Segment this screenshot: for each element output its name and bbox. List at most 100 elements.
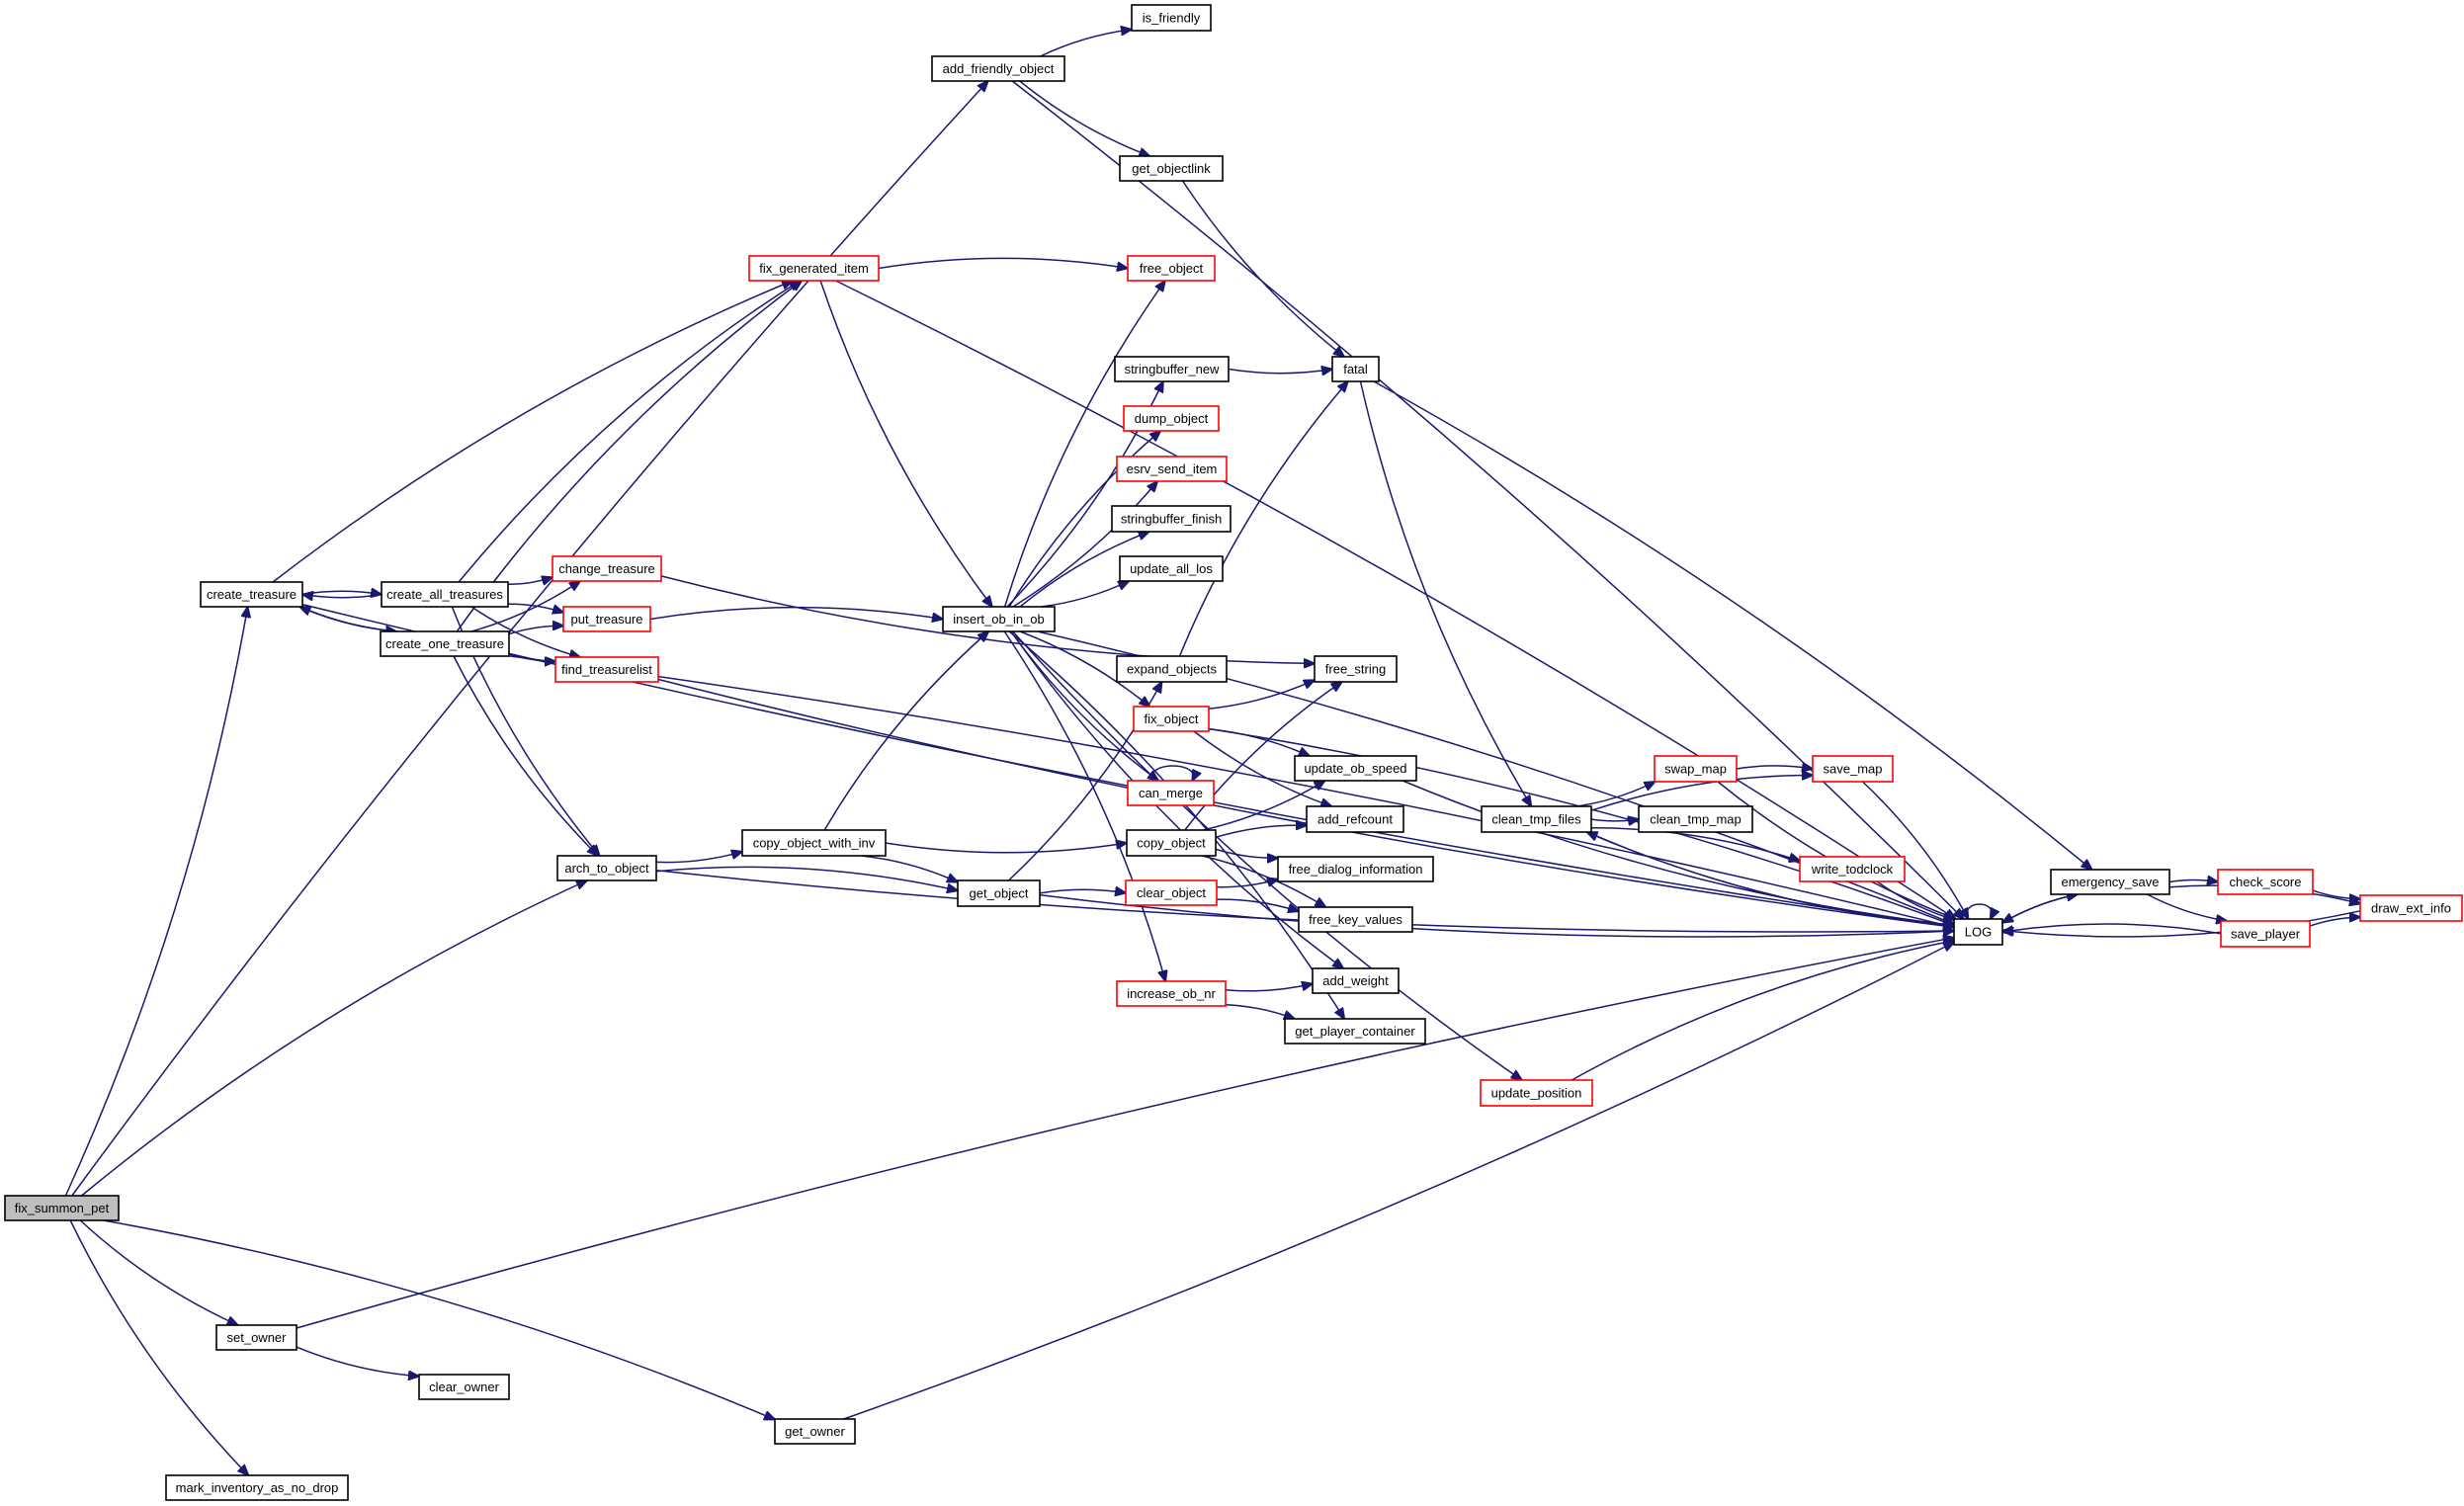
node-is_friendly[interactable]: is_friendly <box>1131 4 1212 32</box>
node-clean_tmp_files[interactable]: clean_tmp_files <box>1481 805 1592 833</box>
node-box[interactable] <box>1314 655 1398 683</box>
node-mark_inventory_as_no_drop[interactable]: mark_inventory_as_no_drop <box>165 1474 349 1501</box>
node-find_treasurelist[interactable]: find_treasurelist <box>554 656 659 683</box>
node-box[interactable] <box>381 581 509 608</box>
node-insert_ob_in_ob[interactable]: insert_ob_in_ob <box>942 606 1056 632</box>
node-free_key_values[interactable]: free_key_values <box>1298 906 1413 933</box>
node-save_player[interactable]: save_player <box>2220 920 2311 948</box>
node-box[interactable] <box>1294 755 1417 782</box>
node-free_object[interactable]: free_object <box>1127 255 1216 282</box>
node-box[interactable] <box>200 581 303 608</box>
node-box[interactable] <box>1123 405 1220 432</box>
node-add_weight[interactable]: add_weight <box>1312 967 1400 994</box>
node-box[interactable] <box>1111 505 1232 533</box>
node-box[interactable] <box>748 255 880 282</box>
node-get_object[interactable]: get_object <box>957 879 1041 907</box>
node-box[interactable] <box>1114 356 1230 382</box>
node-box[interactable] <box>1116 456 1228 482</box>
node-add_refcount[interactable]: add_refcount <box>1306 805 1404 833</box>
node-get_player_container[interactable]: get_player_container <box>1284 1018 1426 1045</box>
node-fix_summon_pet[interactable]: fix_summon_pet <box>4 1195 120 1221</box>
node-box[interactable] <box>1116 655 1228 683</box>
node-add_friendly_object[interactable]: add_friendly_object <box>931 55 1065 82</box>
node-box[interactable] <box>556 855 657 881</box>
node-box[interactable] <box>1116 980 1227 1007</box>
node-box[interactable] <box>2220 920 2311 948</box>
node-fatal[interactable]: fatal <box>1331 356 1380 382</box>
node-swap_map[interactable]: swap_map <box>1654 755 1738 783</box>
node-box[interactable] <box>4 1195 120 1221</box>
node-box[interactable] <box>1119 555 1224 582</box>
node-update_position[interactable]: update_position <box>1480 1079 1593 1107</box>
node-fix_generated_item[interactable]: fix_generated_item <box>748 255 880 282</box>
node-emergency_save[interactable]: emergency_save <box>2050 869 2170 895</box>
node-box[interactable] <box>554 656 659 683</box>
node-box[interactable] <box>1306 805 1404 833</box>
node-get_objectlink[interactable]: get_objectlink <box>1119 155 1224 182</box>
node-box[interactable] <box>931 55 1065 82</box>
node-set_owner[interactable]: set_owner <box>215 1324 297 1351</box>
node-arch_to_object[interactable]: arch_to_object <box>556 855 657 881</box>
node-free_string[interactable]: free_string <box>1314 655 1398 683</box>
node-LOG[interactable]: LOG <box>1953 918 2003 946</box>
node-box[interactable] <box>1127 255 1216 282</box>
node-box[interactable] <box>1312 967 1400 994</box>
node-box[interactable] <box>562 606 651 632</box>
node-save_map[interactable]: save_map <box>1812 755 1894 783</box>
node-increase_ob_nr[interactable]: increase_ob_nr <box>1116 980 1227 1007</box>
node-box[interactable] <box>2217 869 2314 895</box>
node-change_treasure[interactable]: change_treasure <box>552 555 662 582</box>
node-box[interactable] <box>2359 894 2463 922</box>
node-can_merge[interactable]: can_merge <box>1127 780 1215 806</box>
node-box[interactable] <box>1480 1079 1593 1107</box>
node-draw_ext_info[interactable]: draw_ext_info <box>2359 894 2463 922</box>
node-box[interactable] <box>552 555 662 582</box>
node-box[interactable] <box>1119 155 1224 182</box>
node-box[interactable] <box>1127 780 1215 806</box>
node-box[interactable] <box>1953 918 2003 946</box>
node-box[interactable] <box>418 1374 510 1400</box>
node-box[interactable] <box>942 606 1056 632</box>
node-box[interactable] <box>380 630 510 657</box>
node-copy_object_with_inv[interactable]: copy_object_with_inv <box>741 829 887 857</box>
node-copy_object[interactable]: copy_object <box>1126 829 1217 857</box>
node-create_all_treasures[interactable]: create_all_treasures <box>381 581 509 608</box>
node-box[interactable] <box>1799 856 1906 882</box>
node-box[interactable] <box>2050 869 2170 895</box>
node-clear_owner[interactable]: clear_owner <box>418 1374 510 1400</box>
node-update_ob_speed[interactable]: update_ob_speed <box>1294 755 1417 782</box>
node-esrv_send_item[interactable]: esrv_send_item <box>1116 456 1228 482</box>
node-box[interactable] <box>1125 879 1218 906</box>
node-box[interactable] <box>1284 1018 1426 1045</box>
node-box[interactable] <box>165 1474 349 1501</box>
node-update_all_los[interactable]: update_all_los <box>1119 555 1224 582</box>
node-box[interactable] <box>1331 356 1380 382</box>
node-clear_object[interactable]: clear_object <box>1125 879 1218 906</box>
node-clean_tmp_map[interactable]: clean_tmp_map <box>1638 805 1753 833</box>
node-check_score[interactable]: check_score <box>2217 869 2314 895</box>
node-create_one_treasure[interactable]: create_one_treasure <box>380 630 510 657</box>
node-dump_object[interactable]: dump_object <box>1123 405 1220 432</box>
node-fix_object[interactable]: fix_object <box>1133 706 1210 732</box>
node-get_owner[interactable]: get_owner <box>774 1418 856 1445</box>
node-box[interactable] <box>1298 906 1413 933</box>
node-box[interactable] <box>1133 706 1210 732</box>
node-box[interactable] <box>215 1324 297 1351</box>
node-box[interactable] <box>741 829 887 857</box>
node-box[interactable] <box>1638 805 1753 833</box>
node-put_treasure[interactable]: put_treasure <box>562 606 651 632</box>
node-box[interactable] <box>957 879 1041 907</box>
node-expand_objects[interactable]: expand_objects <box>1116 655 1228 683</box>
node-box[interactable] <box>1654 755 1738 783</box>
node-box[interactable] <box>1812 755 1894 783</box>
node-free_dialog_information[interactable]: free_dialog_information <box>1277 856 1434 882</box>
node-stringbuffer_finish[interactable]: stringbuffer_finish <box>1111 505 1232 533</box>
node-write_todclock[interactable]: write_todclock <box>1799 856 1906 882</box>
node-box[interactable] <box>1277 856 1434 882</box>
node-box[interactable] <box>1126 829 1217 857</box>
node-stringbuffer_new[interactable]: stringbuffer_new <box>1114 356 1230 382</box>
node-box[interactable] <box>774 1418 856 1445</box>
node-box[interactable] <box>1481 805 1592 833</box>
node-box[interactable] <box>1131 4 1212 32</box>
node-create_treasure[interactable]: create_treasure <box>200 581 303 608</box>
